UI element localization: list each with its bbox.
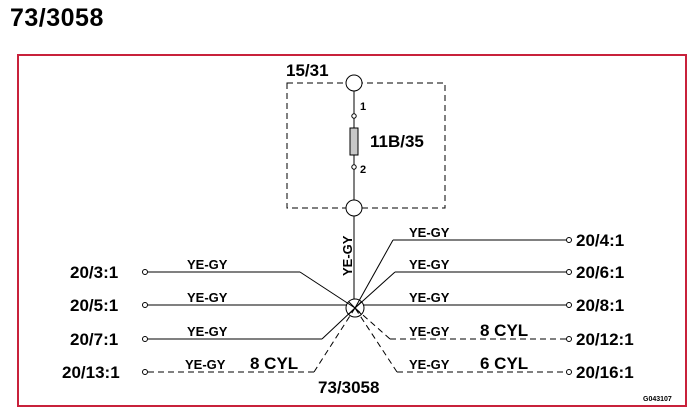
cyl-label-left: 8 CYL (250, 354, 298, 373)
wire-label-20-13-1: YE-GY (185, 357, 226, 372)
wire-20-4-1-diag (354, 239, 394, 309)
connector-pin-20-8-1 (566, 302, 572, 308)
connector-pin-20-3-1 (142, 269, 148, 275)
connector-pin-20-5-1 (142, 302, 148, 308)
connector-label-20-13-1: 20/13:1 (62, 363, 120, 382)
diagram-frame (17, 54, 687, 407)
connector-label-20-5-1: 20/5:1 (70, 296, 118, 315)
connector-label-20-6-1: 20/6:1 (576, 263, 624, 282)
connector-pin-20-16-1 (566, 369, 572, 375)
pin-1-dot (351, 113, 357, 119)
splice-label: 73/3058 (318, 378, 379, 397)
connector-pin-20-6-1 (566, 269, 572, 275)
pin-2-dot (351, 164, 357, 170)
connector-label-20-4-1: 20/4:1 (576, 231, 624, 250)
wire-label-20-16-1: YE-GY (409, 357, 450, 372)
wire-20-3-1-diag (299, 271, 356, 309)
connector-pin-20-4-1 (566, 237, 572, 243)
wire-label-20-3-1: YE-GY (187, 257, 228, 272)
bottom-connector-circle (345, 199, 363, 217)
top-connector-label: 15/31 (286, 61, 329, 80)
wire-20-12-1-diag (354, 307, 391, 340)
connector-label-20-8-1: 20/8:1 (576, 296, 624, 315)
wire-label-20-12-1: YE-GY (409, 324, 450, 339)
fuse-icon (349, 127, 359, 156)
wire-label-20-4-1: YE-GY (409, 225, 450, 240)
cyl-label-right-16: 6 CYL (480, 354, 528, 373)
wire-20-6-1-diag (354, 271, 396, 309)
wire-20-16-1-diag (354, 307, 398, 373)
pin-1-label: 1 (360, 101, 366, 113)
connector-pin-20-13-1 (142, 369, 148, 375)
connector-label-20-3-1: 20/3:1 (70, 263, 118, 282)
wire-label-20-8-1: YE-GY (409, 290, 450, 305)
cyl-label-right-12: 8 CYL (480, 321, 528, 340)
fuse-box-outline (286, 82, 446, 209)
connector-label-20-12-1: 20/12:1 (576, 330, 634, 349)
wire-label-20-6-1: YE-GY (409, 257, 450, 272)
pin-2-label: 2 (360, 164, 366, 176)
page-title: 73/3058 (10, 4, 104, 32)
wire-label-20-5-1: YE-GY (187, 290, 228, 305)
connector-pin-20-12-1 (566, 336, 572, 342)
vertical-wire-label: YE-GY (340, 235, 355, 276)
connector-pin-20-7-1 (142, 336, 148, 342)
wire-20-13-1-diag (313, 307, 356, 373)
wire-label-20-7-1: YE-GY (187, 324, 228, 339)
top-connector-circle (345, 74, 363, 92)
fuse-label: 11B/35 (370, 132, 424, 151)
connector-label-20-16-1: 20/16:1 (576, 363, 634, 382)
connector-label-20-7-1: 20/7:1 (70, 330, 118, 349)
figure-code: G043107 (643, 396, 672, 403)
wire-20-7-1-diag (321, 307, 356, 340)
